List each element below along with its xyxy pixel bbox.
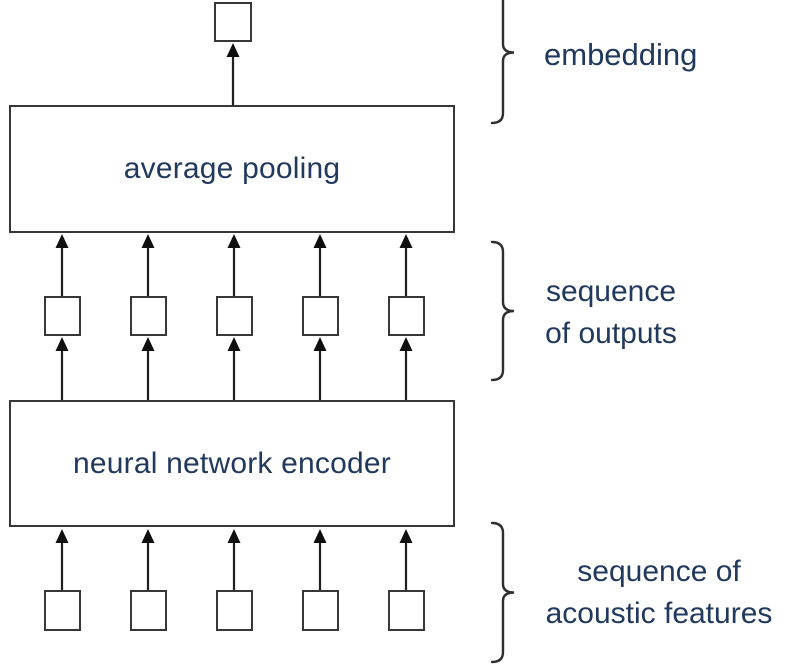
arrow-head-icon [227,337,241,351]
outputs-annotation-line2: of outputs [545,317,677,350]
arrow-head-icon [141,337,155,351]
input-box [301,590,339,631]
arrow-head-icon [226,43,240,57]
output-box [129,296,167,336]
input-box [43,590,81,631]
arrow-head-icon [399,529,413,543]
arrow-head-icon [55,337,69,351]
up-arrow [141,529,155,590]
arrow-head-icon [141,529,155,543]
input-box [215,590,253,631]
up-arrow [227,337,241,400]
up-arrow [55,337,69,400]
up-arrow [399,337,413,400]
embedding-box [214,2,252,42]
arrow-head-icon [313,529,327,543]
arrow-head-icon [227,234,241,248]
encoder-block: neural network encoder [9,400,455,527]
up-arrow [399,234,413,296]
up-arrow [55,234,69,296]
curly-brace-embedding [490,0,515,125]
encoder-label: neural network encoder [73,446,391,480]
average-pooling-block: average pooling [9,105,455,233]
up-arrow [227,234,241,296]
arrow-head-icon [399,234,413,248]
arrow-head-icon [399,337,413,351]
arrow-head-icon [227,529,241,543]
up-arrow [141,337,155,400]
arrow-head-icon [55,234,69,248]
up-arrow [313,234,327,296]
up-arrow [55,529,69,590]
up-arrow [313,337,327,400]
inputs-annotation-line2: acoustic features [545,597,773,630]
outputs-annotation: sequence of outputs [526,271,696,355]
arrow-head-icon [313,337,327,351]
up-arrow [399,529,413,590]
outputs-annotation-line1: sequence [545,275,677,308]
arrow-head-icon [55,529,69,543]
up-arrow [227,529,241,590]
output-box [301,296,339,336]
inputs-annotation-line1: sequence of [577,555,741,588]
curly-brace-inputs [490,521,515,664]
up-arrow [313,529,327,590]
embedding-annotation: embedding [544,37,697,73]
output-box [43,296,81,336]
output-box [215,296,253,336]
up-arrow [226,43,240,105]
embedding-annotation-line1: embedding [544,37,698,72]
average-pooling-label: average pooling [123,152,341,185]
curly-brace-outputs [490,240,515,382]
output-box [387,296,425,336]
inputs-annotation: sequence of acoustic features [536,551,782,635]
input-box [387,590,425,631]
up-arrow [141,234,155,296]
input-box [129,590,167,631]
arrow-head-icon [141,234,155,248]
arrow-head-icon [313,234,327,248]
